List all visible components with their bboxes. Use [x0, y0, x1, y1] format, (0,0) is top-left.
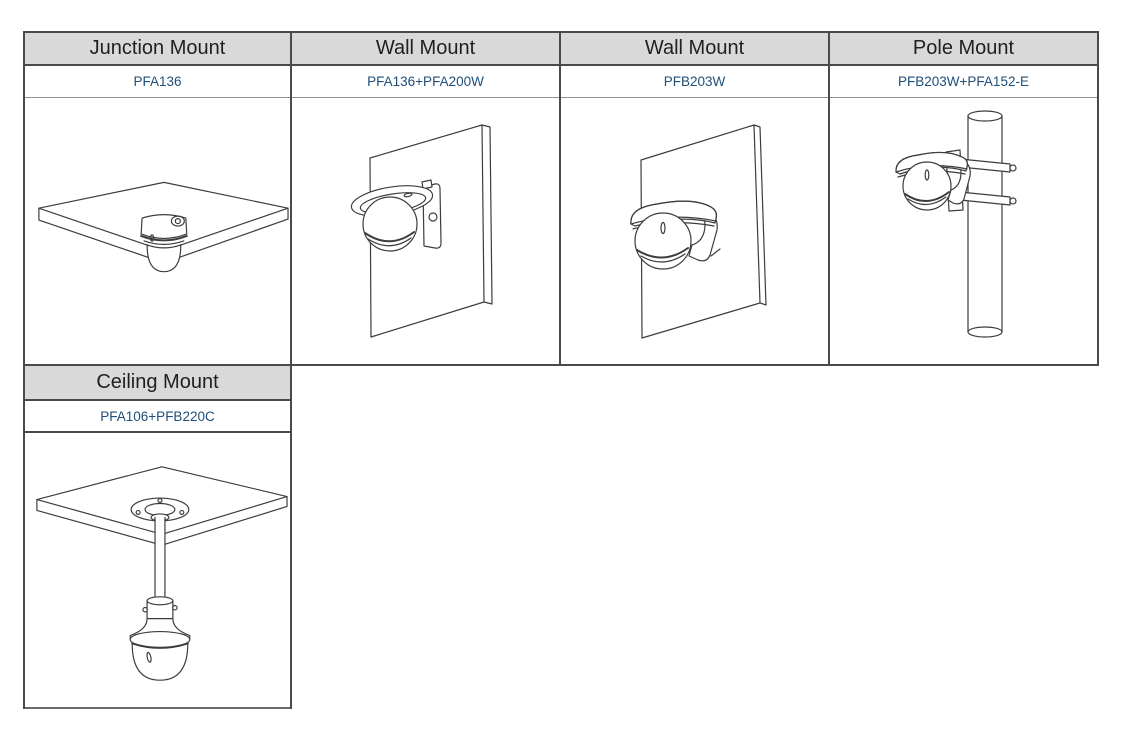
ceiling-mount-diagram [25, 433, 290, 709]
pole-mount-illustration-svg [895, 110, 1017, 338]
wall-mount-bracket-illustration-svg [630, 124, 767, 339]
wall-mount-bracket-diagram [561, 98, 828, 366]
wall-mount-shield-diagram [292, 98, 559, 366]
mount-cell-wall-shield: Wall Mount PFA136+PFA200W [292, 31, 561, 366]
mount-table-row-1: Junction Mount PFA136 [23, 31, 1099, 366]
model-number: PFB203W+PFA152-E [830, 66, 1097, 98]
model-number: PFA136+PFA200W [292, 66, 559, 98]
model-number: PFA106+PFB220C [25, 401, 290, 433]
model-number: PFA136 [25, 66, 290, 98]
mount-type-header: Wall Mount [561, 31, 828, 66]
mount-cell-pole: Pole Mount PFB203W+PFA152-E [830, 31, 1099, 366]
pole-mount-diagram [830, 98, 1097, 366]
mount-type-header: Ceiling Mount [25, 366, 290, 401]
mount-cell-wall-bracket: Wall Mount PFB203W [561, 31, 830, 366]
mount-type-header: Junction Mount [25, 31, 290, 66]
junction-mount-illustration-svg [38, 181, 289, 273]
mount-table-row-2: Ceiling Mount PFA106+PFB220C [23, 366, 1099, 709]
ceiling-mount-illustration-svg [36, 466, 288, 681]
mount-type-header: Wall Mount [292, 31, 559, 66]
model-number: PFB203W [561, 66, 828, 98]
mount-type-header: Pole Mount [830, 31, 1097, 66]
mount-options-table: Junction Mount PFA136 [23, 31, 1099, 709]
wall-mount-shield-illustration-svg [350, 124, 493, 338]
mount-cell-junction: Junction Mount PFA136 [23, 31, 292, 366]
junction-mount-diagram [25, 98, 290, 366]
mount-cell-ceiling: Ceiling Mount PFA106+PFB220C [23, 366, 292, 709]
